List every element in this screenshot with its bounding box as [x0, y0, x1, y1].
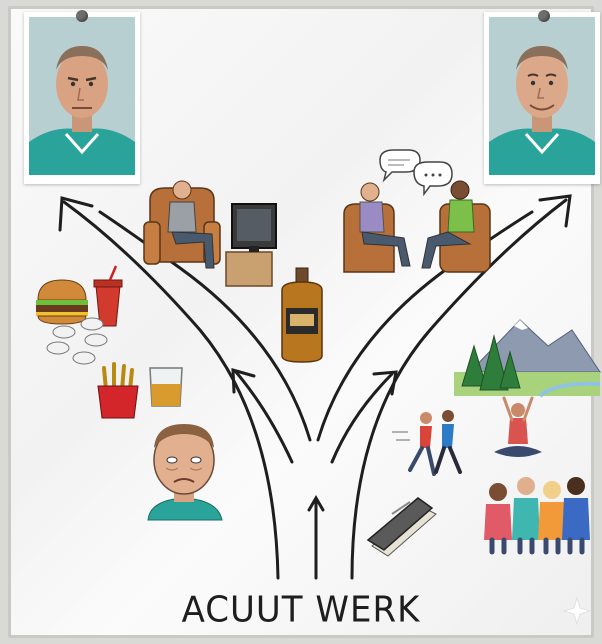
meditation-icon: [494, 396, 542, 457]
outer-right-arrow-head: [538, 194, 572, 228]
whiskey-glass-icon: [149, 367, 183, 407]
outer-left-arrow: [62, 200, 280, 580]
armchair-tv-icon: [143, 180, 277, 287]
burger-icon: [36, 279, 88, 325]
book-icon: [366, 497, 437, 557]
pills-icon: [46, 317, 108, 365]
group-of-friends-icon: [484, 477, 590, 555]
caption-text: ACUUT WERK: [181, 589, 421, 631]
fries-icon: [97, 362, 139, 419]
runners-icon: [392, 410, 462, 476]
inner-left-arrow-head: [231, 367, 256, 394]
soda-cup-icon: [93, 265, 123, 327]
whiskey-bottle-icon: [281, 267, 323, 363]
therapy-session-icon: [343, 149, 491, 273]
mid-right-arrow: [316, 210, 534, 442]
outer-right-arrow: [350, 198, 568, 580]
right-photo-smiling-man: [484, 12, 600, 184]
inner-left-arrow: [234, 370, 294, 464]
inner-right-arrow-head: [372, 370, 398, 396]
tired-face-icon: [147, 424, 223, 521]
sparkle-icon: [562, 596, 592, 626]
inner-right-arrow: [330, 372, 394, 464]
mid-left-arrow: [98, 210, 312, 442]
push-pin-right: [538, 10, 550, 22]
branching-arrows: [58, 194, 572, 580]
center-arrow-head: [307, 495, 325, 512]
mountains-forest-icon: [454, 319, 601, 398]
outer-left-arrow-head: [58, 196, 94, 232]
left-photo-stern-man: [24, 12, 140, 184]
push-pin-left: [76, 10, 88, 22]
